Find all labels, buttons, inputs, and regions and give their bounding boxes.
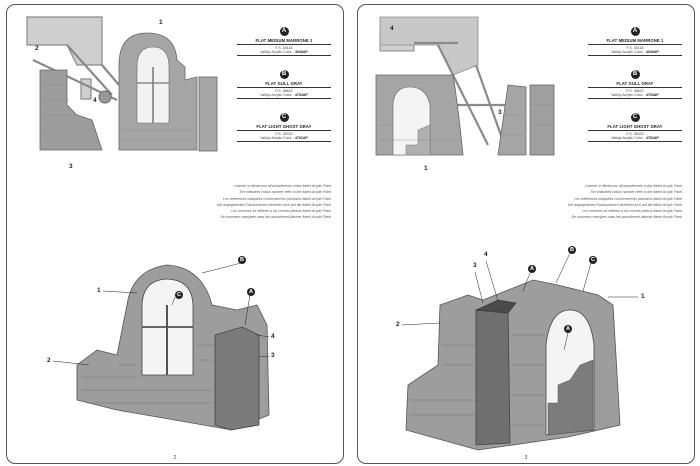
callout-3: 3: [473, 262, 477, 269]
paint-vallejo: Vallejo Acrylic Color - 4040AP: [237, 50, 331, 56]
callout-1: 1: [97, 287, 101, 294]
paint-notes: I numeri si riferiscono all'assortimento…: [141, 183, 331, 221]
paint-name: FLAT GULL GRAY: [237, 81, 331, 88]
vallejo-number: 4040AP: [645, 50, 659, 54]
sprue-label-1: 1: [159, 19, 163, 26]
paint-entry-b: B FLAT GULL GRAY F.S. 36622 Vallejo Acry…: [237, 62, 331, 99]
paint-mark-a: A: [247, 288, 255, 296]
instruction-page-left: 1 2 3 4 A FLAT MEDIUM MARRONE 1 F.S. 301…: [6, 4, 344, 464]
paint-note-de: Die angegebenen Farbnummern beziehen sic…: [567, 202, 682, 207]
paint-name: FLAT MEDIUM MARRONE 1: [237, 38, 331, 45]
callout-leaders: [401, 252, 638, 351]
vallejo-label: Vallejo Acrylic Color -: [611, 50, 645, 54]
callout-leaders: [52, 262, 270, 366]
vallejo-number: 4040AP: [294, 50, 308, 54]
paint-note-fr: Les références indiquées concernent les …: [574, 196, 682, 201]
paint-name: FLAT LIGHT GHOST GRAY: [588, 124, 682, 131]
callout-2: 2: [396, 321, 400, 328]
paint-letter-badge: C: [630, 113, 640, 122]
paint-entry-a: A FLAT MEDIUM MARRONE 1 F.S. 30118 Valle…: [588, 19, 682, 56]
paint-legend: A FLAT MEDIUM MARRONE 1 F.S. 30118 Valle…: [588, 19, 682, 148]
sprue-wall-piece-2: [26, 16, 103, 66]
callout-4: 4: [484, 251, 488, 258]
vallejo-label: Vallejo Acrylic Color -: [260, 136, 294, 140]
paint-fs-code: F.S. 36320: [275, 132, 293, 136]
paint-mark-a-doorway: A: [564, 325, 572, 333]
page-number: 3: [524, 455, 528, 461]
vallejo-label: Vallejo Acrylic Color -: [260, 50, 294, 54]
sprue-label-4: 4: [390, 25, 394, 32]
sprue-small-part-4: [80, 78, 92, 100]
paint-note-it: I numeri si riferiscono all'assortimento…: [233, 184, 331, 188]
paint-vallejo: Vallejo Acrylic Color - 4763AP: [237, 93, 331, 99]
vallejo-number: 4763AP: [294, 93, 308, 97]
vallejo-label: Vallejo Acrylic Color -: [260, 93, 294, 97]
paint-note-nl: De nummers verwijzen naar het assortimen…: [220, 215, 331, 220]
paint-note-es: Los números se refieren a los colores pi…: [231, 209, 331, 214]
callout-3: 3: [271, 352, 275, 359]
paint-mark-c: C: [175, 291, 183, 299]
callout-1: 1: [641, 293, 645, 300]
vallejo-number: 4762AP: [645, 136, 659, 140]
sprue-label-4: 4: [93, 97, 97, 104]
callout-4: 4: [271, 333, 275, 340]
sprue-and-model-drawing: [26, 16, 270, 431]
paint-fs-code: F.S. 36622: [626, 89, 644, 93]
paint-vallejo: Vallejo Acrylic Color - 4762AP: [237, 136, 331, 142]
vallejo-number: 4763AP: [645, 93, 659, 97]
paint-letter-badge: C: [279, 113, 289, 122]
paint-note-nl: De nummers verwijzen naar het assortimen…: [571, 215, 682, 220]
paint-letter-badge: A: [279, 27, 289, 36]
paint-mark-a: A: [528, 265, 536, 273]
sprue-label-3: 3: [69, 163, 73, 170]
paint-letter-badge: A: [630, 27, 640, 36]
paint-note-es: Los números se refieren a los colores pi…: [582, 209, 682, 214]
paint-vallejo: Vallejo Acrylic Color - 4762AP: [588, 136, 682, 142]
paint-note-en: The indicated colour number refer to the…: [239, 190, 331, 195]
instruction-page-right: 4 3 1 A FLAT MEDIUM MARRONE 1 F.S. 30118…: [357, 4, 695, 464]
paint-mark-c: C: [589, 256, 597, 264]
paint-entry-b: B FLAT GULL GRAY F.S. 36622 Vallejo Acry…: [588, 62, 682, 99]
paint-notes: I numeri si riferiscono all'assortimento…: [492, 183, 682, 221]
paint-mark-b: B: [568, 246, 576, 254]
vallejo-label: Vallejo Acrylic Color -: [611, 93, 645, 97]
paint-fs-code: F.S. 30118: [626, 46, 644, 50]
paint-entry-a: A FLAT MEDIUM MARRONE 1 F.S. 30118 Valle…: [237, 19, 331, 56]
paint-note-it: I numeri si riferiscono all'assortimento…: [584, 184, 682, 188]
paint-note-fr: Les références indiquées concernent les …: [223, 196, 331, 201]
paint-entry-c: C FLAT LIGHT GHOST GRAY F.S. 36320 Valle…: [237, 105, 331, 142]
paint-note-en: The indicated colour number refer to the…: [590, 190, 682, 195]
model-interior-wall: [547, 359, 594, 436]
paint-fs-code: F.S. 36320: [626, 132, 644, 136]
sprue-pillar-piece: [198, 76, 218, 152]
paint-letter-badge: B: [630, 70, 640, 79]
model-chimney-part-4: [214, 326, 260, 431]
paint-name: FLAT MEDIUM MARRONE 1: [588, 38, 682, 45]
paint-fs-code: F.S. 30118: [275, 46, 293, 50]
sprue-wall-piece-3: [497, 84, 527, 156]
page-number: 2: [173, 455, 177, 461]
vallejo-label: Vallejo Acrylic Color -: [611, 136, 645, 140]
paint-letter-badge: B: [279, 70, 289, 79]
sprue-and-model-drawing: [375, 16, 638, 451]
sprue-pillar-piece: [529, 84, 555, 156]
sprue-wall-piece-3: [39, 69, 103, 151]
paint-entry-c: C FLAT LIGHT GHOST GRAY F.S. 36320 Valle…: [588, 105, 682, 142]
model-chimney-part-4: [475, 302, 511, 446]
paint-fs-code: F.S. 36622: [275, 89, 293, 93]
paint-mark-b: B: [238, 256, 246, 264]
sprue-gate: [98, 90, 112, 104]
paint-vallejo: Vallejo Acrylic Color - 4040AP: [588, 50, 682, 56]
sprue-label-3: 3: [498, 109, 502, 116]
paint-vallejo: Vallejo Acrylic Color - 4763AP: [588, 93, 682, 99]
sprue-label-1: 1: [424, 165, 428, 172]
callout-2: 2: [47, 357, 51, 364]
paint-legend: A FLAT MEDIUM MARRONE 1 F.S. 30118 Valle…: [237, 19, 331, 148]
sprue-label-2: 2: [35, 45, 39, 52]
paint-name: FLAT LIGHT GHOST GRAY: [237, 124, 331, 131]
paint-note-de: Die angegebenen Farbnummern beziehen sic…: [216, 202, 331, 207]
paint-name: FLAT GULL GRAY: [588, 81, 682, 88]
vallejo-number: 4762AP: [294, 136, 308, 140]
